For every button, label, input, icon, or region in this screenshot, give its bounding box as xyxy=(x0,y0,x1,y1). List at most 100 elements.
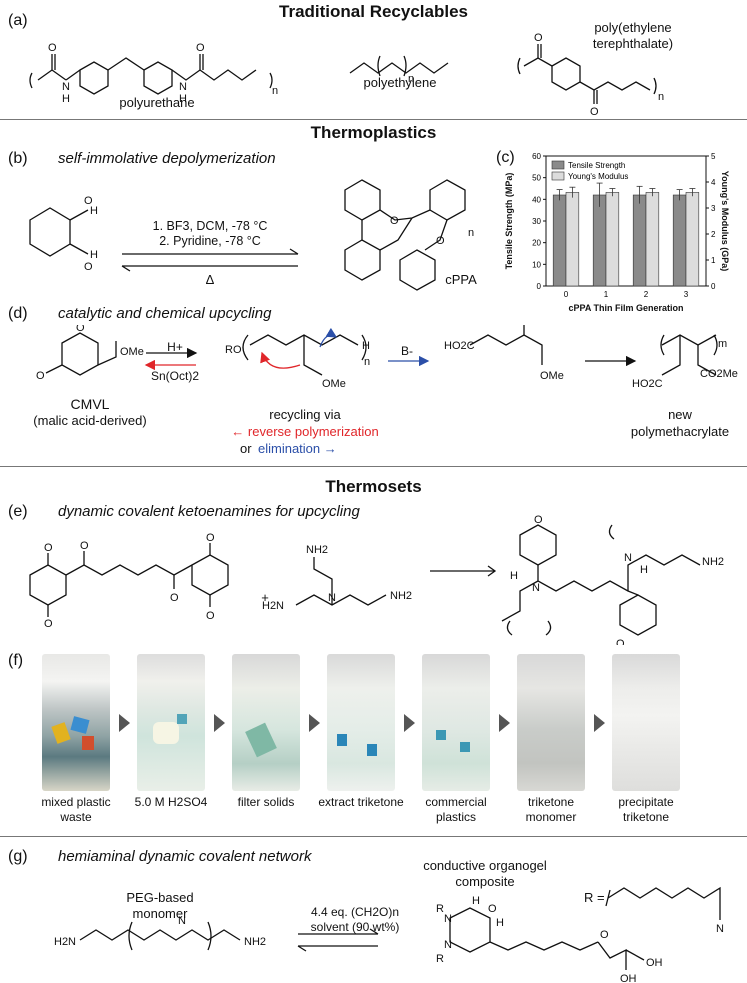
o-label: O xyxy=(534,32,543,44)
y-tick-label: 10 xyxy=(532,260,541,269)
legend-swatch xyxy=(551,171,565,181)
panel-d-title: catalytic and chemical upcycling xyxy=(58,305,272,322)
caption-step-3: filter solids xyxy=(237,795,295,809)
panel-g-scheme: H2N NH2 N R = N R R N N H O H O OH OH xyxy=(54,886,724,983)
n-subscript: N xyxy=(178,915,186,927)
m-subscript: m xyxy=(718,338,727,350)
n-subscript: n xyxy=(658,91,664,103)
panel-e-scheme: O O O O O O H2N NH2 NH2 N O H N N H NH2 … xyxy=(29,514,724,645)
panel-label-e: (e) xyxy=(8,503,28,520)
o-label: O xyxy=(600,929,609,941)
nh2-label: NH2 xyxy=(306,544,328,556)
panel-label-b: (b) xyxy=(8,150,28,167)
panel-b-title: self-immolative depolymerization xyxy=(58,150,276,167)
o-label: O xyxy=(590,106,599,118)
new-product-line1: new xyxy=(668,407,692,422)
caption-step-4: extract triketone xyxy=(318,795,404,809)
header-thermosets: Thermosets xyxy=(325,477,422,496)
panel-g-condition-1: 4.4 eq. (CH2O)n xyxy=(310,905,400,919)
o-label: O xyxy=(44,618,53,630)
y-axis-label: Tensile Strength (MPa) xyxy=(504,173,514,270)
h-label: H xyxy=(90,205,98,217)
nh2-label: NH2 xyxy=(702,556,724,568)
caption-step-7: precipitate triketone xyxy=(618,795,674,824)
bar xyxy=(605,192,620,287)
header-thermoplastics: Thermoplastics xyxy=(310,123,437,142)
h-label: H xyxy=(510,570,518,582)
photo-filter-solids xyxy=(232,654,300,791)
polyethylene-label: polyethylene xyxy=(363,75,437,90)
h-label: H xyxy=(179,93,187,105)
elimination-label: elimination → xyxy=(258,441,337,456)
new-product-line2: polymethacrylate xyxy=(630,424,730,439)
y2-tick-label: 5 xyxy=(711,152,716,161)
y2-tick-label: 4 xyxy=(711,178,716,187)
h2n-label: H2N xyxy=(262,600,284,612)
caption-step-5: commercial plastics xyxy=(425,795,487,824)
o-label: O xyxy=(76,325,85,334)
ho2c-label: HO2C xyxy=(632,378,663,390)
divider xyxy=(0,466,747,467)
o-label: O xyxy=(84,261,93,273)
cmvl-origin: (malic acid-derived) xyxy=(33,413,147,428)
n-subscript: n xyxy=(408,73,414,85)
arrow-icon xyxy=(119,714,130,732)
o-label: O xyxy=(48,42,57,54)
cmvl-label: CMVL xyxy=(70,396,110,412)
y2-axis-label: Young's Modulus (GPa) xyxy=(720,171,730,271)
bar xyxy=(565,192,580,287)
bar xyxy=(685,192,700,287)
bar xyxy=(632,194,647,287)
panel-d-scheme: O O OMe RO H n OMe HO2C OMe m CO2Me HO2C xyxy=(36,325,738,390)
y2-tick-label: 1 xyxy=(711,256,716,265)
r-label: R xyxy=(436,903,444,915)
x-tick-label: 3 xyxy=(684,290,689,299)
catalyst-label: Sn(Oct)2 xyxy=(150,369,199,383)
n-label: N xyxy=(624,552,632,564)
nh-label: N xyxy=(179,81,187,93)
panel-b-condition-2: 2. Pyridine, -78 °C xyxy=(159,234,261,248)
x-tick-label: 2 xyxy=(644,290,649,299)
caption-step-1: mixed plastic waste xyxy=(41,795,111,824)
x-tick-label: 1 xyxy=(604,290,609,299)
bar xyxy=(645,192,660,287)
o-label: O xyxy=(390,215,399,227)
n-subscript: n xyxy=(272,85,278,97)
y2-tick-label: 3 xyxy=(711,204,716,213)
h-label: H xyxy=(496,917,504,929)
o-label: O xyxy=(44,542,53,554)
photo-mixed-plastic-waste xyxy=(42,654,110,791)
panel-label-d: (d) xyxy=(8,305,28,322)
y-tick-label: 0 xyxy=(537,282,542,291)
oh-label: OH xyxy=(646,957,663,969)
panel-g-condition-2: solvent (90 wt%) xyxy=(310,920,400,934)
y-tick-label: 30 xyxy=(532,217,541,226)
peg-monomer-line1: PEG-based xyxy=(126,890,194,905)
arrow-icon xyxy=(594,714,605,732)
panel-b-scheme: H H O O O O n xyxy=(29,179,474,291)
y-tick-label: 40 xyxy=(532,195,541,204)
o-label: O xyxy=(36,370,45,382)
n-label: N xyxy=(444,913,452,925)
o-label: O xyxy=(616,638,625,645)
panel-e-title: dynamic covalent ketoenamines for upcycl… xyxy=(58,503,360,520)
o-label: O xyxy=(534,514,543,526)
bar xyxy=(672,194,687,287)
r-label: R xyxy=(436,953,444,965)
n-label: N xyxy=(328,592,336,604)
arrow-icon xyxy=(499,714,510,732)
o-label: O xyxy=(196,42,205,54)
ro-label: RO xyxy=(225,344,242,356)
divider xyxy=(0,119,747,120)
o-label: O xyxy=(206,610,215,622)
bar xyxy=(592,194,607,287)
panel-label-a: (a) xyxy=(8,12,28,29)
recycling-via-label: recycling via xyxy=(269,407,341,422)
legend-label: Tensile Strength xyxy=(568,161,625,170)
base-label: B- xyxy=(401,344,413,358)
ho2c-label: HO2C xyxy=(444,340,475,352)
peg-monomer-line2: monomer xyxy=(132,906,188,921)
n-subscript: n xyxy=(468,227,474,239)
o-label: O xyxy=(436,235,445,247)
